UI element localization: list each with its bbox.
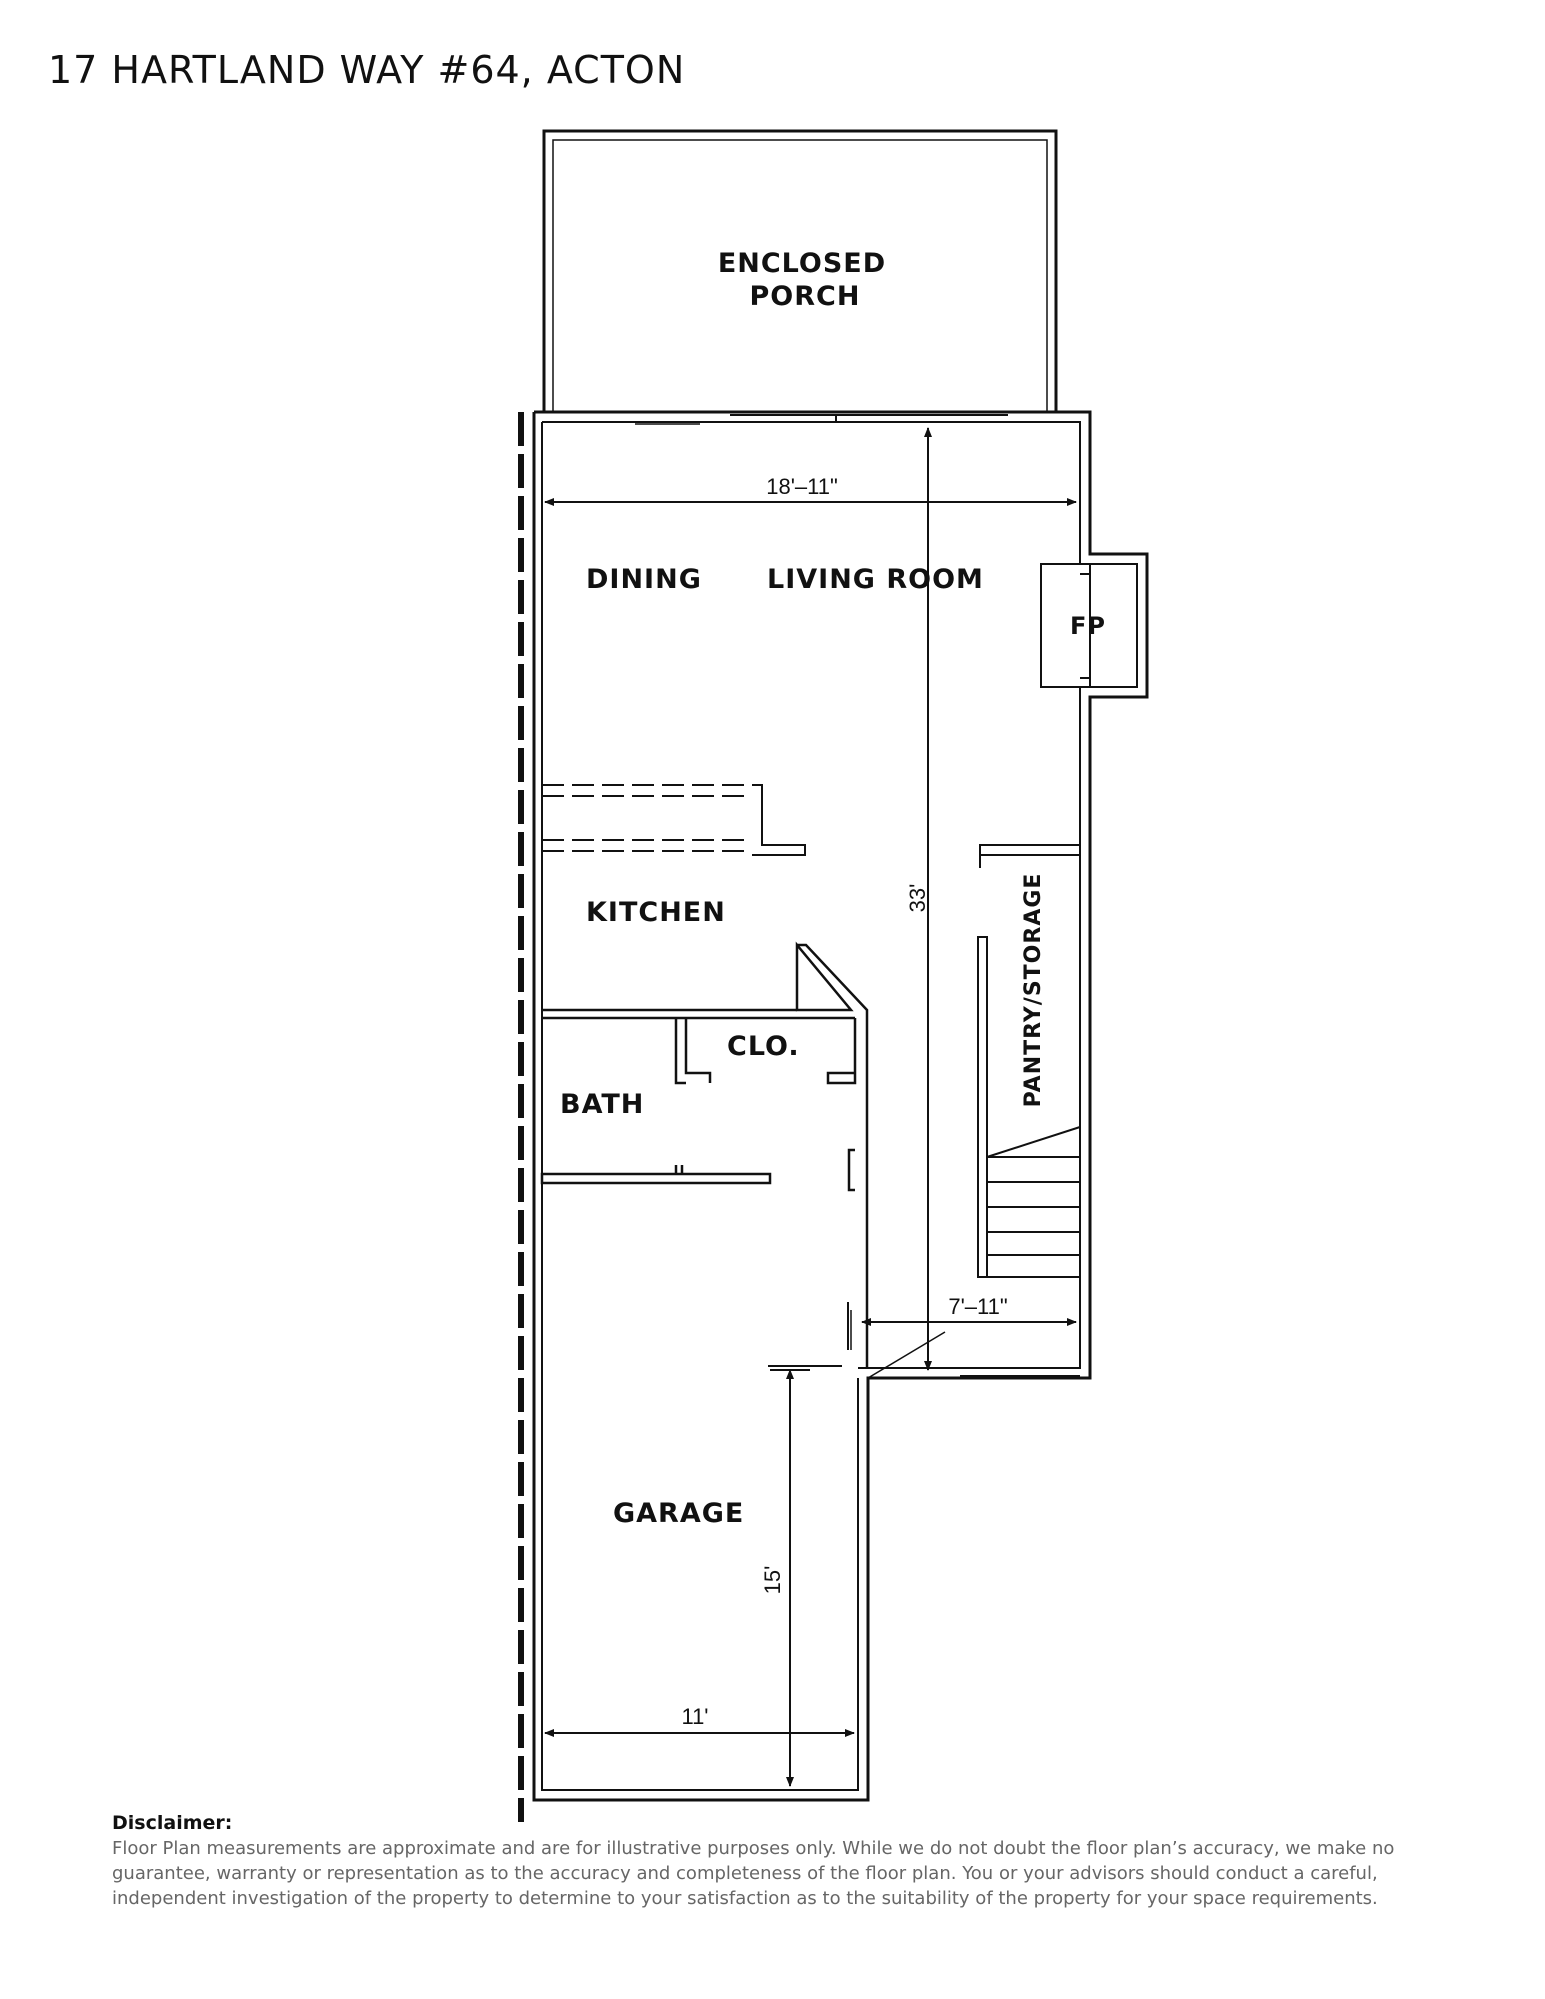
stairs (867, 844, 1081, 1379)
label-bath: BATH (560, 1089, 644, 1120)
disclaimer-body: Floor Plan measurements are approximate … (112, 1838, 1395, 1909)
label-closet: CLO. (727, 1031, 800, 1062)
interior-walls (540, 941, 869, 1368)
fireplace (1040, 563, 1091, 688)
dim-stair-width: 7'–11" (948, 1294, 1007, 1319)
label-pantry-storage: PANTRY/STORAGE (1021, 873, 1046, 1108)
disclaimer-heading: Disclaimer: (112, 1812, 233, 1834)
label-living-room: LIVING ROOM (767, 564, 984, 595)
label-porch-line1: ENCLOSED (718, 248, 886, 279)
label-porch-line2: PORCH (750, 281, 861, 312)
kitchen-counters (542, 784, 806, 856)
page-title: 17 HARTLAND WAY #64, ACTON (48, 48, 686, 92)
disclaimer: Disclaimer: Floor Plan measurements are … (112, 1812, 1432, 1911)
label-garage: GARAGE (613, 1498, 744, 1529)
dimension-lines (544, 427, 1077, 1787)
dim-garage-width: 11' (681, 1704, 708, 1729)
main-outline (532, 410, 1149, 1802)
garage-door-frame (768, 1302, 849, 1367)
dim-garage-depth: 15' (760, 1566, 785, 1595)
label-kitchen: KITCHEN (586, 897, 726, 928)
label-dining: DINING (586, 564, 702, 595)
dim-living-width: 18'–11" (766, 474, 838, 499)
dim-overall-depth: 33' (905, 884, 930, 913)
label-fireplace: FP (1070, 612, 1106, 640)
